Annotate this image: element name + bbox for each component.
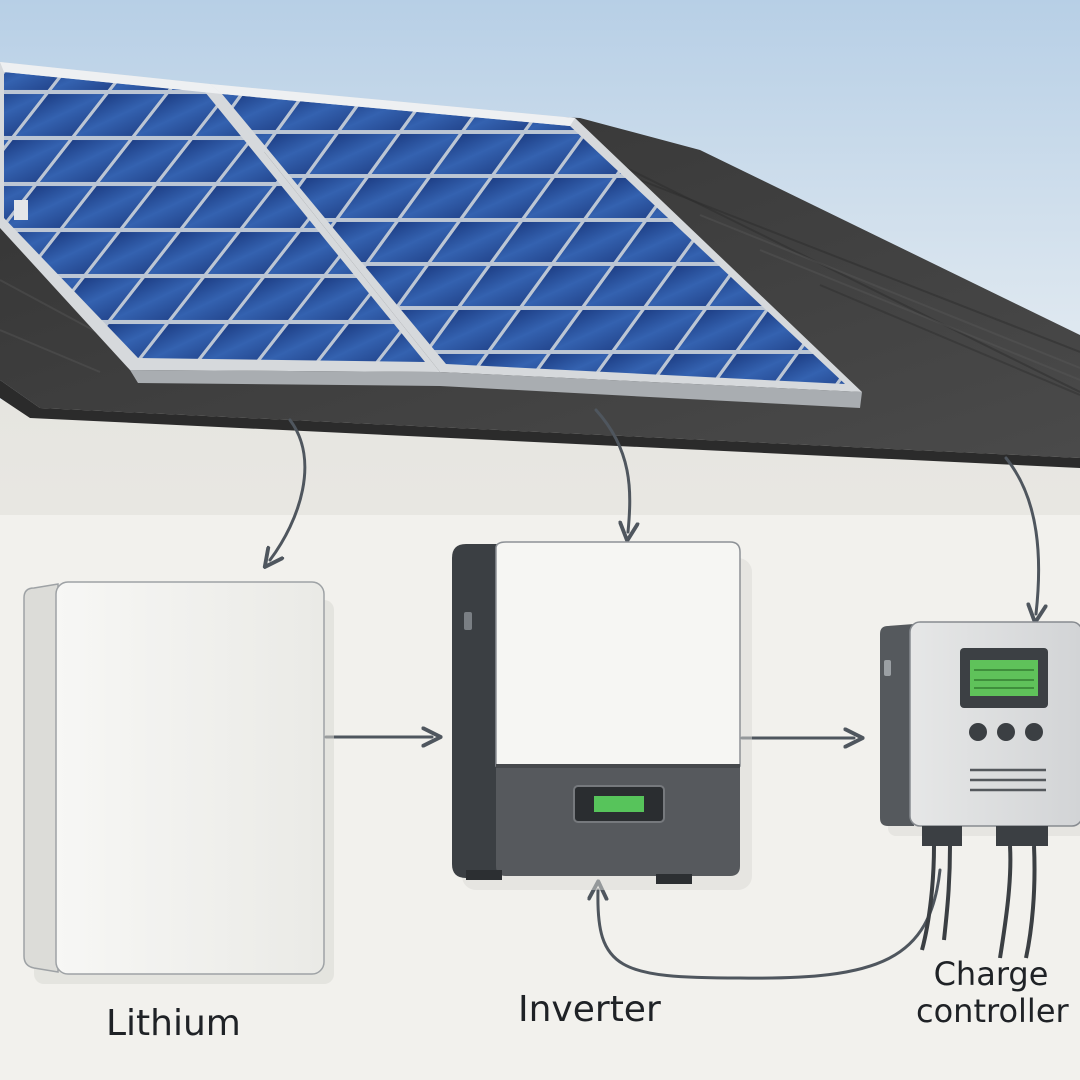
label-charge-line2: controller [916,991,1069,1030]
arrow-down-icon [270,418,307,560]
charge-controller [880,621,1080,959]
arrow-down-icon [594,408,630,532]
flow-arrows [270,408,1039,980]
solar-panels [0,62,862,408]
label-inverter: Inverter [518,989,661,1030]
lithium-battery [23,581,334,984]
arrow-down-icon [1004,456,1039,614]
label-lithium: Lithium [106,1003,241,1044]
inverter [452,541,752,890]
arrow-up-icon [598,868,942,980]
label-charge-controller: Charge controller [916,955,1069,1030]
label-charge-line1: Charge [933,955,1049,993]
